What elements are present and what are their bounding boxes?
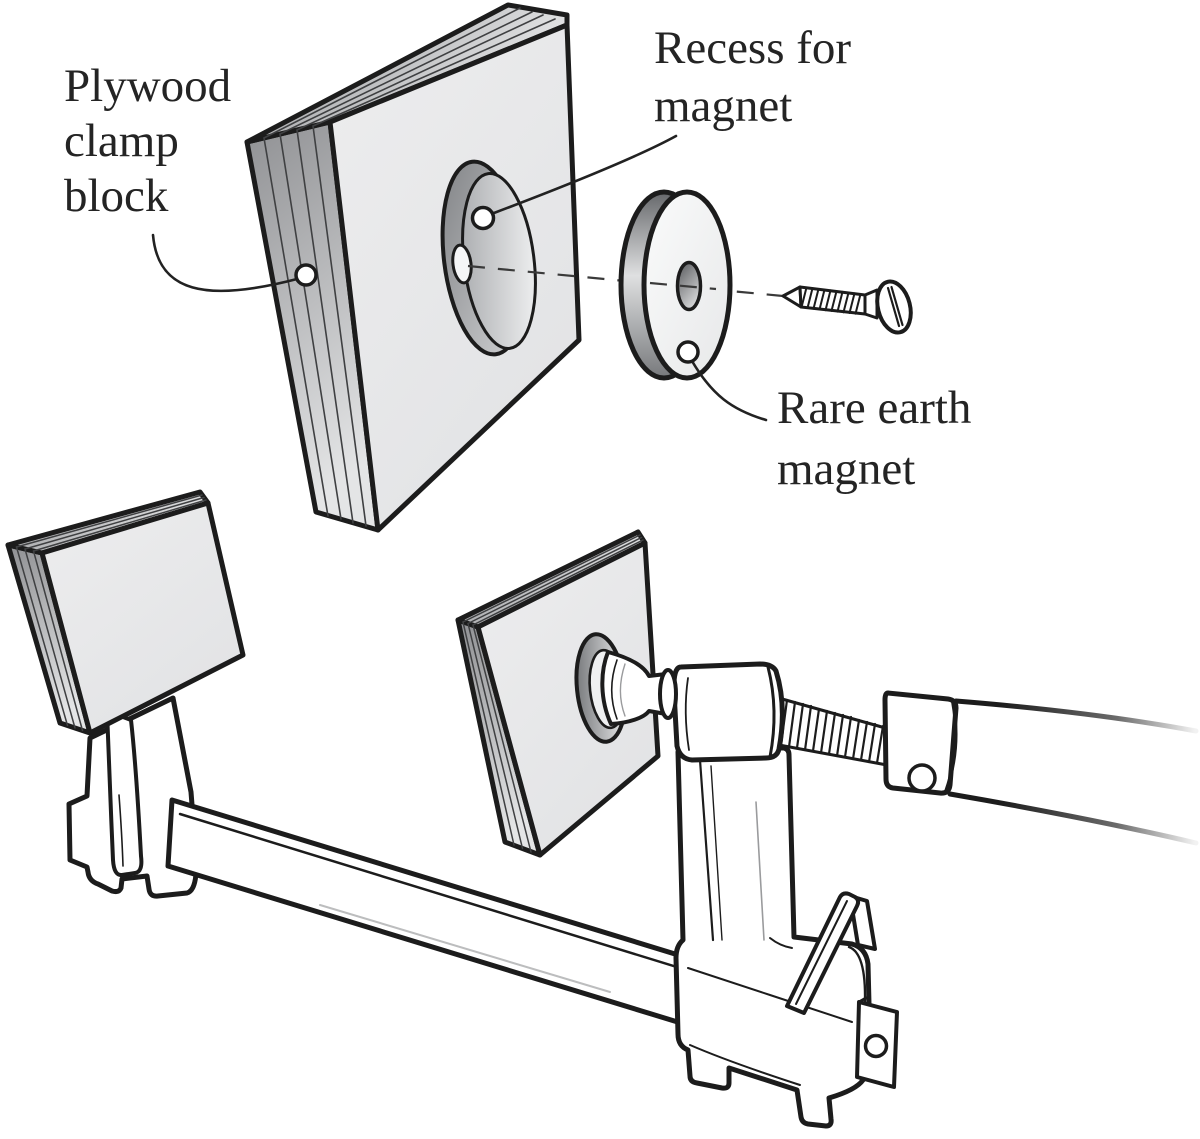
rare-earth-magnet-disc bbox=[618, 189, 733, 381]
screw-neck bbox=[863, 288, 879, 320]
clamp-handle bbox=[882, 690, 1199, 846]
release-lever bbox=[785, 891, 877, 1015]
handle-collar bbox=[882, 690, 959, 796]
ply-lines bbox=[263, 7, 556, 527]
bar-top-edge-line bbox=[178, 812, 760, 994]
clamp-bar bbox=[165, 797, 763, 1049]
right-block-ply-lines bbox=[462, 534, 644, 853]
sliding-jaw bbox=[673, 745, 899, 1129]
screw-slot bbox=[886, 285, 904, 328]
lever-bar bbox=[785, 891, 861, 1015]
end-plate-hole bbox=[863, 1033, 889, 1059]
label-plywood-line1: Plywood bbox=[64, 60, 231, 112]
left-block-face bbox=[39, 500, 246, 736]
leader-plywood-block bbox=[151, 233, 299, 293]
lever-inner-line bbox=[795, 900, 848, 1005]
wood-screw bbox=[781, 279, 913, 335]
collar-pin-hole bbox=[907, 763, 937, 793]
label-recess-line1: Recess for bbox=[654, 22, 851, 74]
right-block-face bbox=[475, 540, 661, 858]
screw-tip bbox=[781, 285, 803, 309]
pilot-hole bbox=[451, 243, 473, 285]
sliding-jaw-details bbox=[687, 758, 867, 1086]
plywood-clamp-block bbox=[244, 2, 582, 533]
leader-dot-magnet bbox=[676, 340, 700, 364]
handle-bottom-edge bbox=[947, 791, 1199, 846]
fixed-jaw-prong bbox=[105, 709, 144, 878]
leader-lines bbox=[151, 134, 768, 422]
magnet-recess bbox=[440, 159, 537, 357]
bar-clamp bbox=[5, 489, 1199, 1129]
leader-magnet bbox=[690, 359, 768, 422]
handle-top-edge bbox=[953, 698, 1199, 734]
pad-washer bbox=[658, 668, 678, 720]
fixed-jaw-detail bbox=[118, 794, 124, 867]
spindle-threads bbox=[779, 698, 885, 765]
pad-bell bbox=[600, 650, 668, 726]
leader-dots bbox=[294, 205, 700, 364]
bar-highlight bbox=[319, 904, 611, 993]
handle-grip bbox=[947, 698, 1199, 846]
label-recess-line2: magnet bbox=[654, 80, 792, 132]
screw-threads bbox=[800, 286, 862, 315]
nose-boss-seam bbox=[766, 665, 776, 759]
fixed-jaw bbox=[66, 695, 199, 899]
centerline-on-disc bbox=[649, 281, 717, 291]
label-plywood-line3: block bbox=[64, 170, 169, 222]
clamp-spindle bbox=[773, 695, 891, 767]
leader-dot-recess bbox=[470, 205, 496, 231]
swivel-pad bbox=[600, 650, 678, 726]
label-magnet-line2: magnet bbox=[777, 443, 915, 495]
pad-bell-shade-1 bbox=[610, 659, 618, 720]
sliding-jaw-body bbox=[673, 745, 872, 1129]
bar-end-plate bbox=[855, 996, 899, 1089]
label-magnet-line1: Rare earth bbox=[777, 382, 971, 434]
nose-body bbox=[671, 661, 785, 763]
leader-recess bbox=[492, 134, 678, 215]
label-plywood-line2: clamp bbox=[64, 115, 179, 167]
leader-dot-block-edge bbox=[294, 263, 318, 287]
left-clamp-block bbox=[5, 489, 246, 736]
jaw-nose bbox=[671, 661, 785, 763]
collar-seam bbox=[944, 701, 958, 793]
left-block-ply-lines bbox=[15, 494, 207, 732]
labels: Plywood clamp block Recess for magnet Ra… bbox=[64, 22, 971, 495]
right-clamp-block bbox=[455, 529, 661, 858]
pad-bell-shade-2 bbox=[619, 663, 626, 717]
nose-inner-arc bbox=[684, 677, 690, 751]
